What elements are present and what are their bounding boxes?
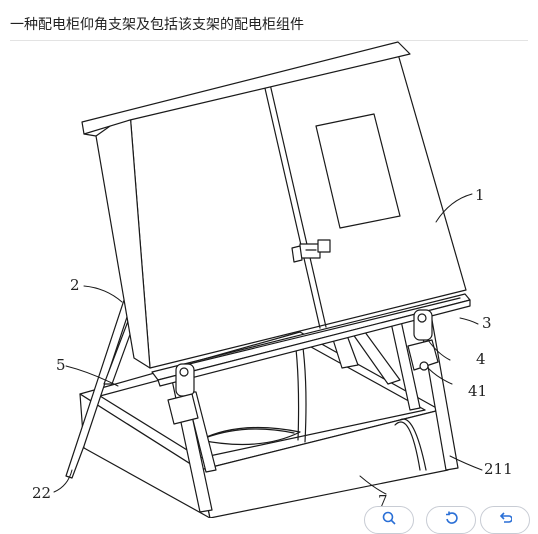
hinge-assembly-left	[167, 363, 199, 425]
callout-1: 1	[475, 186, 485, 204]
base-tray	[79, 331, 449, 518]
page-title: 一种配电柜仰角支架及包括该支架的配电柜组件	[10, 17, 304, 33]
hinge-assembly-right	[407, 309, 439, 371]
callout-211: 211	[484, 460, 513, 478]
zoom-icon	[382, 511, 396, 525]
rotate-button[interactable]	[426, 506, 476, 534]
leader-lines	[53, 193, 483, 495]
undo-icon	[499, 512, 512, 523]
callout-4: 4	[476, 350, 486, 368]
callout-41: 41	[468, 382, 487, 400]
callout-22: 22	[32, 484, 51, 502]
support-frame	[151, 293, 471, 387]
callout-3: 3	[482, 314, 492, 332]
callout-7: 7	[378, 492, 388, 510]
title-divider	[10, 40, 528, 41]
rotate-icon	[446, 511, 458, 524]
cabinet-lock	[291, 239, 331, 263]
patent-drawing: 1 2 3 4 41 5 22 211 7	[32, 41, 513, 518]
zoom-button[interactable]	[364, 506, 414, 534]
callout-2: 2	[70, 276, 80, 294]
cabinet-body	[81, 41, 467, 369]
undo-button[interactable]	[480, 506, 530, 534]
callout-5: 5	[56, 356, 66, 374]
